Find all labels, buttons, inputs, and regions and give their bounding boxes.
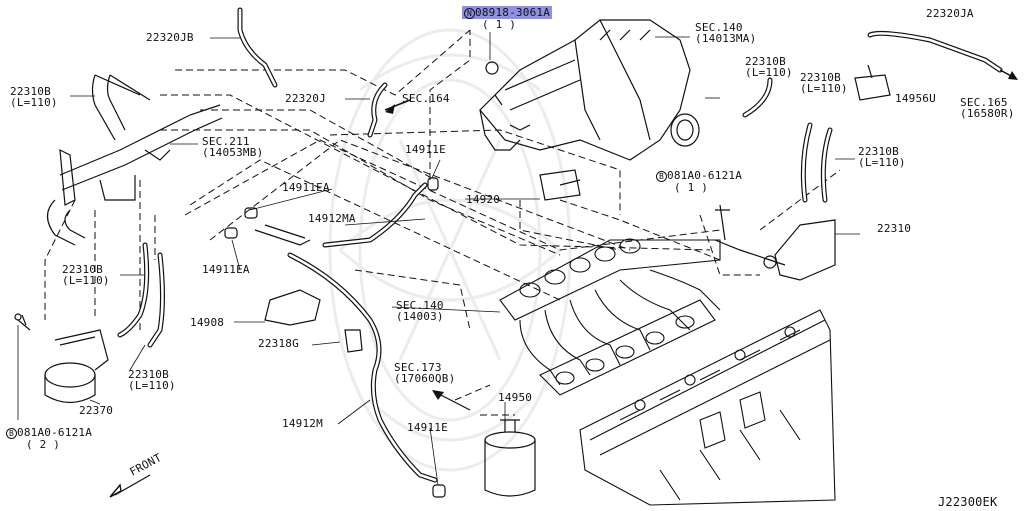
label-22310b-right-1: 22310B(L=110): [745, 55, 793, 79]
label-22370: 22370: [79, 404, 114, 417]
watermark-emblem: [328, 28, 572, 472]
canister-14950: [484, 419, 536, 497]
label-sec173: SEC.173(17060QB): [394, 361, 456, 385]
label-14911e-bottom: 14911E: [407, 421, 448, 434]
label-14956u: 14956U: [895, 92, 936, 105]
label-14920: 14920: [466, 193, 501, 206]
label-14912m: 14912M: [282, 417, 323, 430]
label-sec140-top: SEC.140(14013MA): [695, 21, 757, 45]
hoses-inner: [118, 8, 1002, 482]
label-22320j: 22320J: [285, 92, 326, 105]
label-22310b-right-2: 22310B(L=110): [800, 71, 848, 95]
label-22318g: 22318G: [258, 337, 299, 350]
label-14911ea-1: 14911EA: [282, 181, 330, 194]
label-14911e-top: 14911E: [405, 143, 446, 156]
arrow-sec173-head: [432, 390, 444, 400]
label-22320jb: 22320JB: [146, 31, 194, 44]
label-14911ea-2: 14911EA: [202, 263, 250, 276]
label-leaders: [17, 32, 860, 486]
diagram-code: J22300EK: [938, 495, 998, 509]
intake-collector: [479, 19, 700, 161]
hoses: [117, 7, 1003, 483]
canister-22370: [14, 313, 109, 404]
pipe-bracket-left: [46, 74, 223, 246]
bolt-symbol: B: [656, 171, 667, 182]
label-sec211: SEC.211(14053MB): [202, 135, 264, 159]
label-22310b-mid-left: 22310B(L=110): [62, 263, 110, 287]
label-sec164: SEC.164: [402, 92, 450, 105]
clamps-and-brackets: [224, 64, 891, 498]
flow-arrows: [114, 69, 1016, 496]
cylinder-head: [579, 309, 836, 506]
nut-symbol: N: [464, 8, 475, 19]
front-arrow-head: [109, 483, 122, 498]
arrow-sec165-head: [1008, 71, 1018, 80]
dashed-leader-lines: [44, 29, 841, 416]
label-22310b-top-left: 22310B(L=110): [10, 85, 58, 109]
arrow-sec164-head: [385, 104, 395, 114]
label-22310: 22310: [877, 222, 912, 235]
label-sec140-mid: SEC.140(14003): [396, 299, 444, 323]
label-sec165: SEC.165(16580R): [960, 96, 1015, 120]
label-14912ma: 14912MA: [308, 212, 356, 225]
label-22310b-bottom-left: 22310B(L=110): [128, 368, 176, 392]
label-14950: 14950: [498, 391, 533, 404]
bolt-symbol-left: B: [6, 428, 17, 439]
label-22310b-right-3: 22310B(L=110): [858, 145, 906, 169]
label-14908: 14908: [190, 316, 225, 329]
label-22320ja: 22320JA: [926, 7, 974, 20]
intake-manifold: [499, 238, 721, 396]
